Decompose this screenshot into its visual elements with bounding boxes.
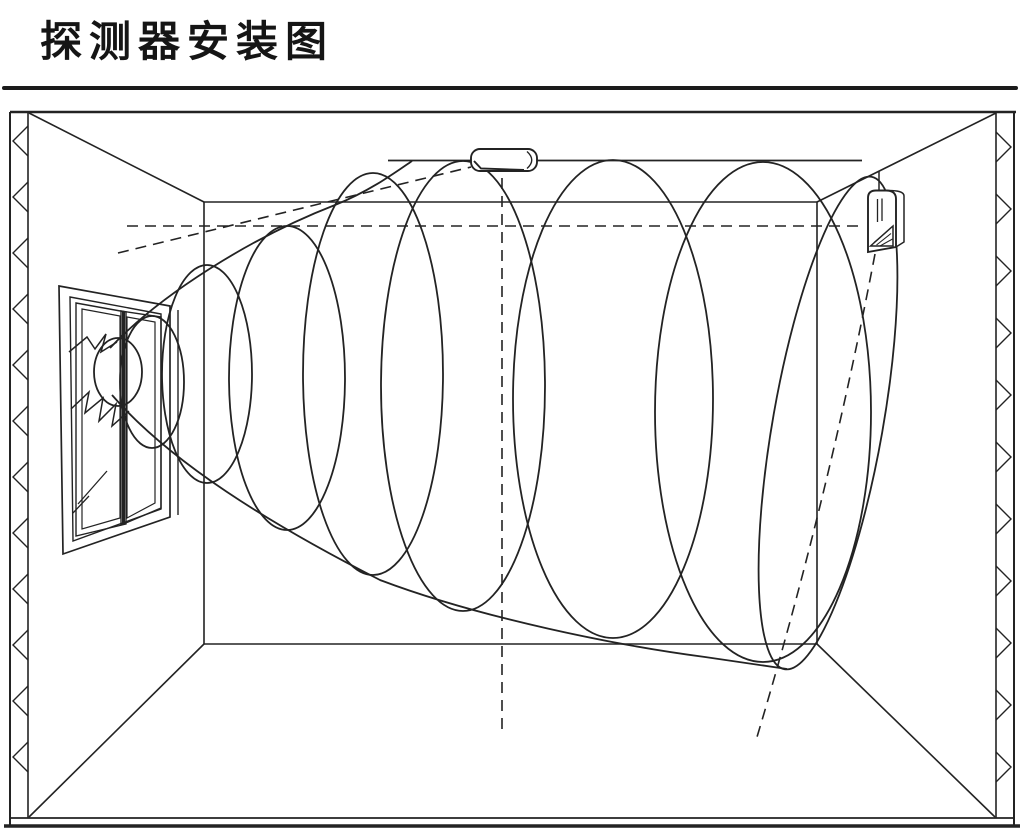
left-wall-hatching bbox=[12, 125, 29, 773]
ceiling-detector-body bbox=[470, 148, 538, 172]
beam-envelope-top bbox=[109, 160, 413, 349]
window-right-sash bbox=[120, 310, 162, 527]
title-underline bbox=[2, 86, 1018, 90]
broken-glass-crack-upper bbox=[68, 333, 118, 354]
page-title: 探测器安装图 bbox=[40, 18, 335, 65]
wall-detector-body bbox=[867, 189, 897, 254]
window-right-pane bbox=[126, 316, 156, 520]
broken-glass-crack-lower bbox=[70, 389, 130, 428]
beam-ellipse bbox=[228, 225, 346, 531]
ceiling-edge-right bbox=[816, 112, 997, 203]
window-inner-frame bbox=[69, 296, 162, 542]
window bbox=[58, 284, 179, 556]
beam-axis-lines bbox=[117, 166, 876, 738]
beam-ellipse bbox=[654, 161, 872, 663]
back-wall bbox=[203, 201, 818, 645]
right-wall-hatching bbox=[995, 131, 1012, 783]
wall-detector-slot bbox=[876, 198, 883, 222]
wall-detector-drop-dashed bbox=[756, 253, 876, 738]
window-left-sash bbox=[75, 302, 127, 537]
ceiling-edge-left bbox=[28, 112, 205, 203]
beam-envelope-bottom bbox=[111, 394, 788, 670]
floor-edge-right bbox=[816, 643, 996, 818]
drawing-border bbox=[4, 110, 1020, 828]
ceiling-detector bbox=[470, 148, 538, 172]
ceiling-detector-cap bbox=[526, 150, 533, 170]
wall-detector-lens-hatching bbox=[873, 230, 893, 247]
beam-ellipse bbox=[119, 315, 185, 449]
glass-shine-strokes bbox=[72, 470, 108, 514]
beam-ellipse bbox=[302, 172, 444, 576]
ceiling-detector-front-edge bbox=[473, 160, 525, 171]
beam-ellipse bbox=[380, 160, 546, 612]
floor-edge-left bbox=[28, 643, 205, 818]
detection-beam bbox=[93, 159, 899, 671]
window-outer-frame bbox=[58, 284, 171, 556]
beam-ellipse bbox=[161, 264, 253, 484]
beam-ellipse bbox=[512, 159, 714, 639]
room-perspective bbox=[28, 112, 997, 818]
window-left-pane bbox=[81, 308, 121, 530]
beam-ellipse bbox=[93, 337, 143, 407]
ceiling-detector-axis-dashed bbox=[117, 166, 472, 254]
wall-detector bbox=[867, 171, 905, 254]
